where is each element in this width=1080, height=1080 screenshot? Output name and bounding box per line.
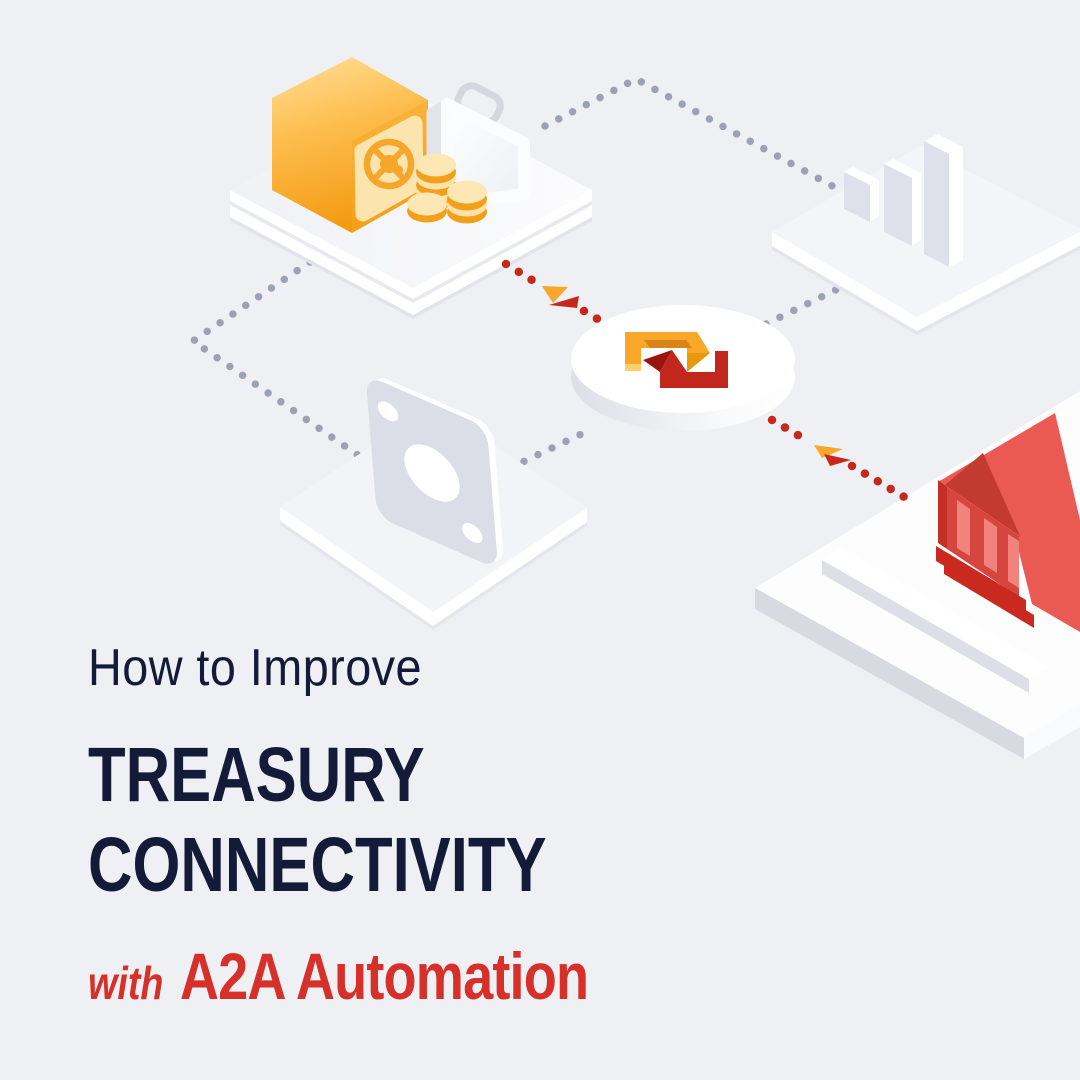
coins-icon: [407, 153, 487, 224]
subtitle-main: A2A Automation: [179, 939, 589, 1013]
connector-hub-bank-2: [847, 461, 911, 503]
headline-line1: TREASURY: [88, 732, 425, 818]
arrow-to-bank-icon: [814, 445, 851, 466]
safe-dial: [363, 138, 415, 190]
interlocked-links-logo: [625, 332, 728, 388]
headline-line2: CONNECTIVITY: [88, 822, 547, 908]
arrow-to-safe-icon: [542, 286, 579, 308]
kicker: How to Improve: [88, 639, 423, 697]
safe-icon: [272, 57, 428, 233]
connector-cash-hub: [506, 425, 596, 472]
subtitle-prefix: with: [88, 957, 164, 1009]
connector-hub-bank: [767, 415, 813, 446]
connector-hub-analytics: [762, 276, 860, 328]
connector-hub-safe: [501, 259, 545, 290]
banknote-icon: [366, 378, 503, 564]
connector-hub-safe-2: [579, 306, 606, 326]
connector-safe-analytics: [541, 74, 840, 192]
connector-safe-cash: [186, 258, 366, 462]
bank-icon: [936, 413, 1080, 632]
bar-chart-icon: [844, 134, 963, 267]
subtitle: with A2A Automation: [88, 938, 859, 1014]
